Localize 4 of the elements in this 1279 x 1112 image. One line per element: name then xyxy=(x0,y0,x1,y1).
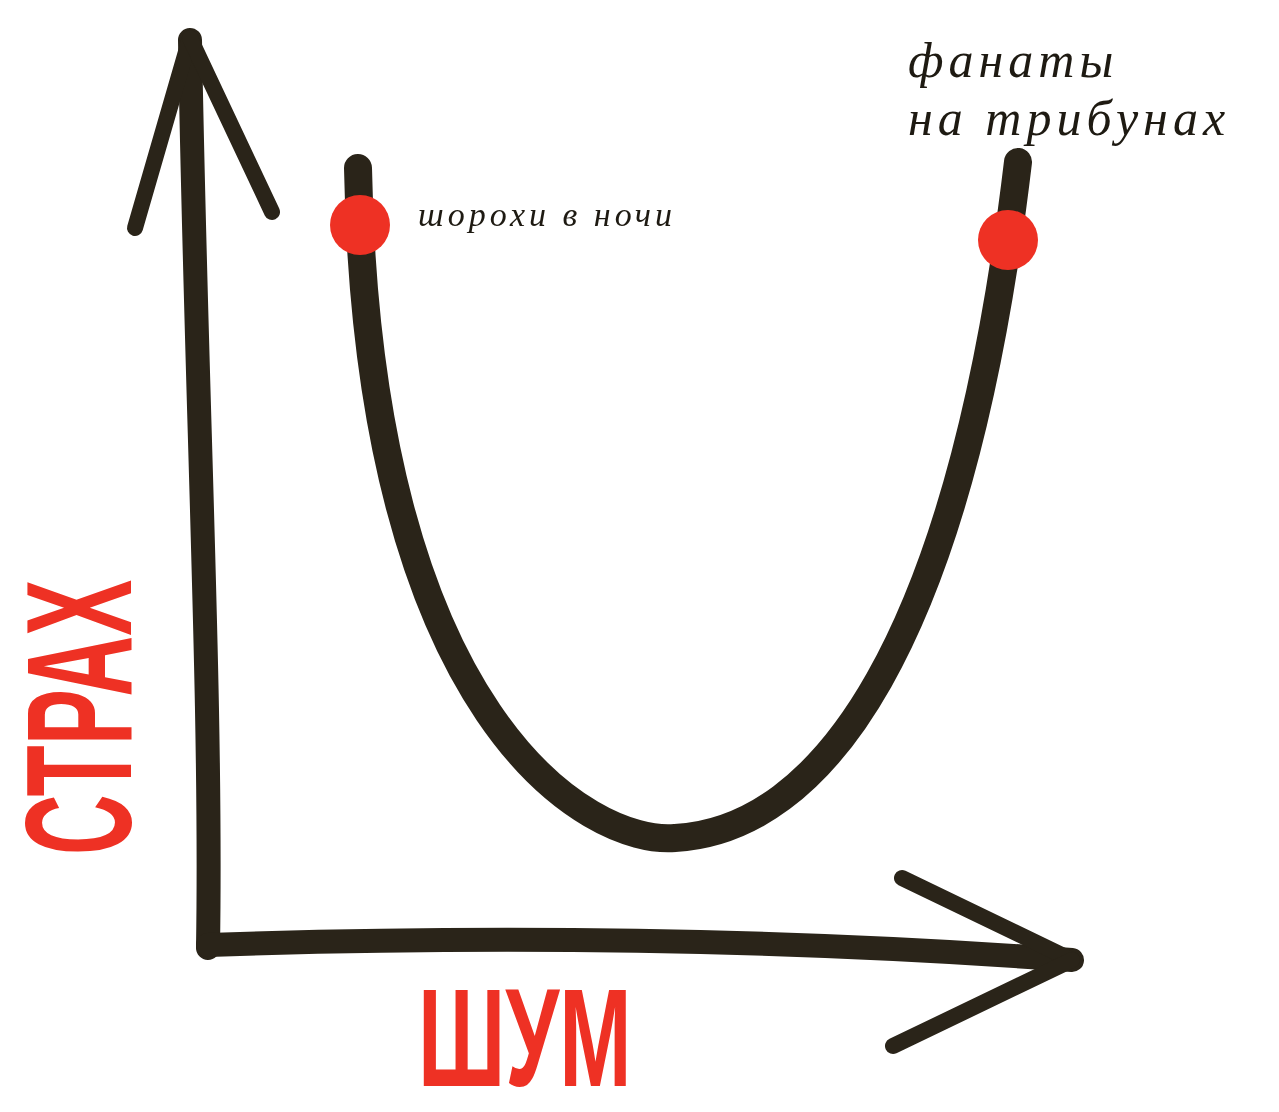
point-label: фанаты на трибунах xyxy=(908,32,1231,147)
axis-title: СТРАХ xyxy=(12,579,147,855)
point-label: шорохи в ночи xyxy=(418,198,677,232)
axis-title: ШУМ xyxy=(418,975,632,1101)
